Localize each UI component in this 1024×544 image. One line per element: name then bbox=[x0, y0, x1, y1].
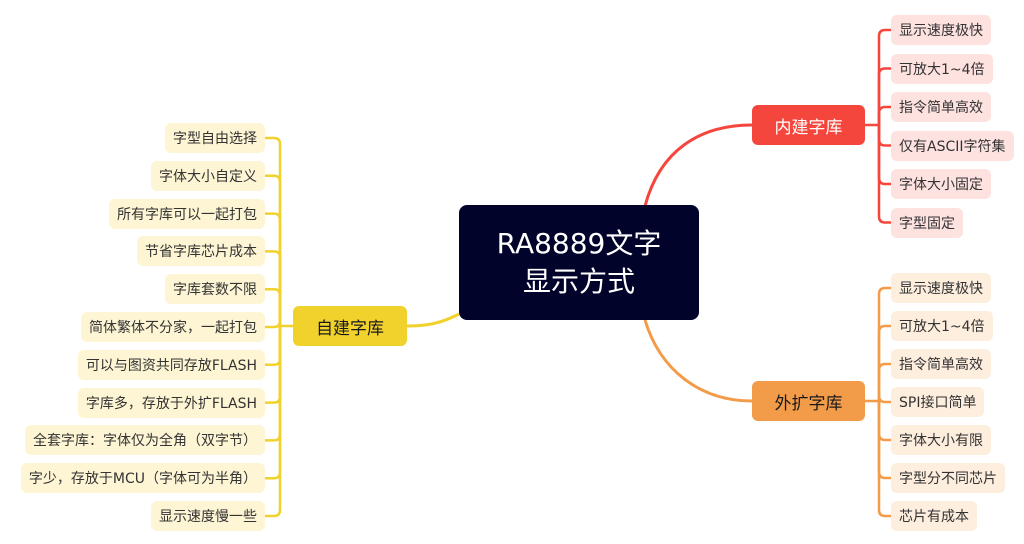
link-leaf bbox=[877, 324, 891, 401]
leaf-custom-item[interactable]: 字库套数不限 bbox=[165, 274, 265, 305]
link-leaf bbox=[877, 362, 891, 401]
branch-custom-font[interactable]: 自建字库 bbox=[293, 306, 407, 346]
leaf-custom-item[interactable]: 字库多，存放于外扩FLASH bbox=[77, 387, 265, 418]
link-leaf bbox=[877, 28, 891, 125]
leaf-external-item[interactable]: 字体大小有限 bbox=[891, 425, 991, 455]
link-leaf bbox=[265, 326, 282, 518]
link-leaf bbox=[265, 326, 282, 442]
leaf-builtin-item[interactable]: 字型固定 bbox=[891, 207, 963, 238]
leaf-custom-item[interactable]: 字体大小自定义 bbox=[151, 160, 265, 191]
link-leaf bbox=[877, 286, 891, 401]
root-title-line-2: 显示方式 bbox=[522, 264, 635, 298]
leaf-custom-item[interactable]: 全套字库：字体仅为全角（双字节） bbox=[25, 425, 265, 456]
link-leaf bbox=[265, 136, 282, 326]
leaf-custom-item[interactable]: 字少，存放于MCU（字体可为半角） bbox=[20, 463, 265, 494]
link-leaf bbox=[877, 67, 891, 125]
link-leaf bbox=[265, 287, 282, 326]
leaf-custom-item[interactable]: 简体繁体不分家，一起打包 bbox=[81, 312, 265, 342]
branch-builtin-font[interactable]: 内建字库 bbox=[752, 105, 865, 145]
link-leaf bbox=[877, 395, 891, 404]
leaf-custom-item[interactable]: 所有字库可以一起打包 bbox=[109, 198, 265, 229]
link-leaf bbox=[265, 250, 282, 326]
leaf-custom-item[interactable]: 节省字库芯片成本 bbox=[137, 236, 265, 267]
root-topic[interactable]: RA8889文字 显示方式 bbox=[459, 205, 699, 320]
link-leaf bbox=[877, 125, 891, 147]
link-root-external bbox=[643, 319, 753, 403]
branch-external-font[interactable]: 外扩字库 bbox=[752, 381, 865, 421]
link-leaf bbox=[265, 212, 282, 326]
leaf-external-item[interactable]: 指令简单高效 bbox=[891, 349, 991, 379]
link-leaf bbox=[877, 401, 891, 442]
link-leaf bbox=[877, 401, 891, 518]
link-leaf bbox=[877, 125, 891, 224]
leaf-builtin-item[interactable]: 仅有ASCII字符集 bbox=[891, 130, 1014, 161]
link-root-builtin bbox=[643, 123, 753, 207]
leaf-builtin-item[interactable]: 指令简单高效 bbox=[891, 92, 991, 122]
leaf-external-item[interactable]: 芯片有成本 bbox=[891, 501, 977, 531]
leaf-builtin-item[interactable]: 显示速度极快 bbox=[891, 15, 991, 45]
leaf-custom-item[interactable]: 字型自由选择 bbox=[165, 123, 265, 153]
link-root-custom bbox=[406, 312, 460, 328]
leaf-custom-item[interactable]: 可以与图资共同存放FLASH bbox=[77, 349, 265, 380]
root-title-line-1: RA8889文字 bbox=[496, 226, 662, 260]
leaf-builtin-item[interactable]: 可放大1~4倍 bbox=[891, 53, 993, 84]
leaf-external-item[interactable]: SPI接口简单 bbox=[891, 387, 985, 417]
leaf-builtin-item[interactable]: 字体大小固定 bbox=[891, 169, 991, 199]
leaf-external-item[interactable]: 可放大1~4倍 bbox=[891, 311, 993, 341]
leaf-external-item[interactable]: 字型分不同芯片 bbox=[891, 463, 1005, 493]
leaf-external-item[interactable]: 显示速度极快 bbox=[891, 273, 991, 303]
link-leaf bbox=[265, 326, 282, 367]
leaf-custom-item[interactable]: 显示速度慢一些 bbox=[151, 501, 265, 531]
link-leaf bbox=[265, 174, 282, 326]
link-leaf bbox=[877, 125, 891, 186]
link-leaf bbox=[265, 320, 282, 329]
link-leaf bbox=[877, 105, 891, 125]
